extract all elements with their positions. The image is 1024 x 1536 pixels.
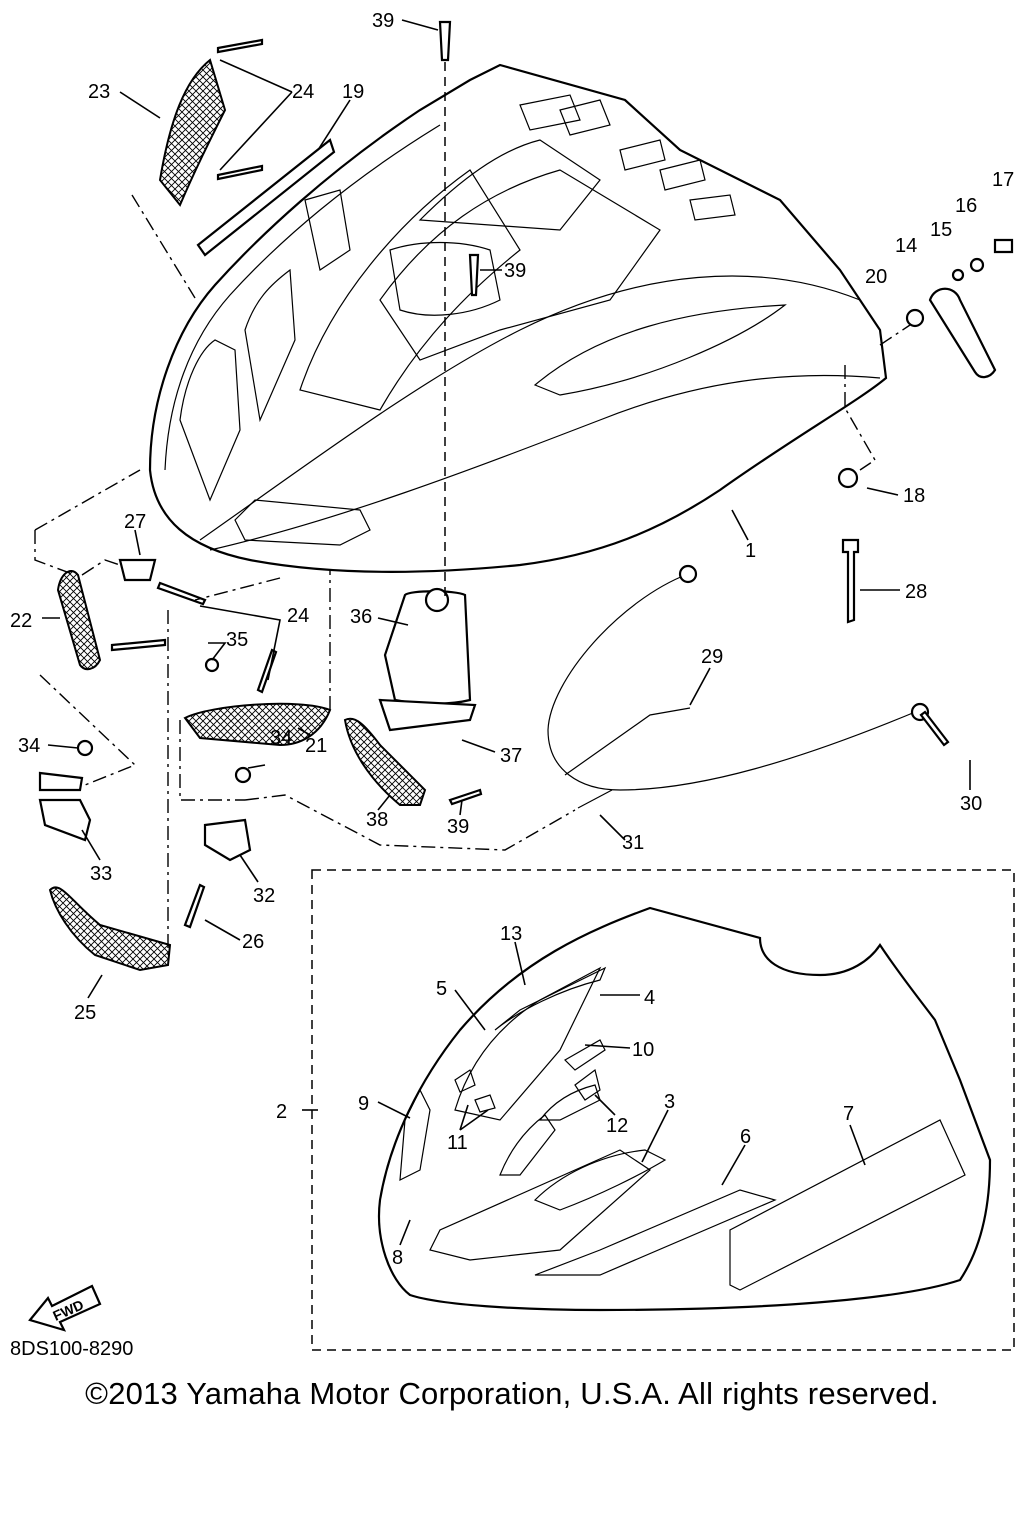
- callout-label: 5: [436, 978, 447, 1000]
- callout-label: 35: [226, 629, 248, 651]
- callout-label: 32: [253, 885, 275, 907]
- callout-label: 23: [88, 81, 110, 103]
- callout-label: 39: [504, 260, 526, 282]
- callout-label: 15: [930, 219, 952, 241]
- callout-label: 27: [124, 511, 146, 533]
- engine-hood-part-1: [148, 63, 888, 574]
- callout-label: 14: [895, 235, 917, 257]
- callout-label: 20: [865, 266, 887, 288]
- callout-label: 39: [447, 816, 469, 838]
- copyright-notice: ©2013 Yamaha Motor Corporation, U.S.A. A…: [85, 1376, 939, 1411]
- callout-label: 38: [366, 809, 388, 831]
- callout-label: 22: [10, 610, 32, 632]
- callout-label: 13: [500, 923, 522, 945]
- callout-label: 17: [992, 169, 1014, 191]
- callout-label: 11: [447, 1132, 468, 1154]
- forward-arrow-icon: FWD: [28, 1284, 102, 1332]
- small-parts: [38, 20, 1014, 972]
- leader-lines: [34, 19, 971, 1246]
- callout-label: 34: [18, 735, 40, 757]
- callout-label: 33: [90, 863, 112, 885]
- callout-label: 12: [606, 1115, 628, 1137]
- callout-label: 26: [242, 931, 264, 953]
- callout-label: 9: [358, 1093, 369, 1115]
- callout-label: 7: [843, 1103, 854, 1125]
- callout-label: 34: [270, 727, 292, 749]
- callout-label: 29: [701, 646, 723, 668]
- callout-label: 18: [903, 485, 925, 507]
- callout-label: 19: [342, 81, 364, 103]
- part-code: 8DS100-8290: [10, 1338, 134, 1360]
- callout-label: 21: [305, 735, 327, 757]
- callout-label: 37: [500, 745, 522, 767]
- callout-label: 4: [644, 987, 655, 1009]
- callout-label: 30: [960, 793, 982, 815]
- callout-label: 36: [350, 606, 372, 628]
- callout-label: 39: [372, 10, 394, 32]
- callout-label: 8: [392, 1247, 403, 1269]
- callout-label: 25: [74, 1002, 96, 1024]
- exploded-parts-diagram: FWD 39 23 24 19 17 16 15 14 20 39 18 1 2…: [10, 10, 1015, 1351]
- callout-label: 24: [292, 81, 314, 103]
- callout-label: 3: [664, 1091, 675, 1113]
- callout-label: 28: [905, 581, 927, 603]
- fwd-label: FWD: [50, 1296, 86, 1324]
- callout-label: 31: [622, 832, 644, 854]
- callout-label: 2: [276, 1101, 287, 1123]
- callout-labels: 39 23 24 19 17 16 15 14 20 39 18 1 27 28…: [10, 10, 1014, 1269]
- callout-label: 1: [745, 540, 756, 562]
- callout-label: 24: [287, 605, 309, 627]
- callout-label: 6: [740, 1126, 751, 1148]
- callout-label: 10: [632, 1039, 654, 1061]
- graphic-set-part-2: [311, 869, 1015, 1351]
- callout-label: 16: [955, 195, 977, 217]
